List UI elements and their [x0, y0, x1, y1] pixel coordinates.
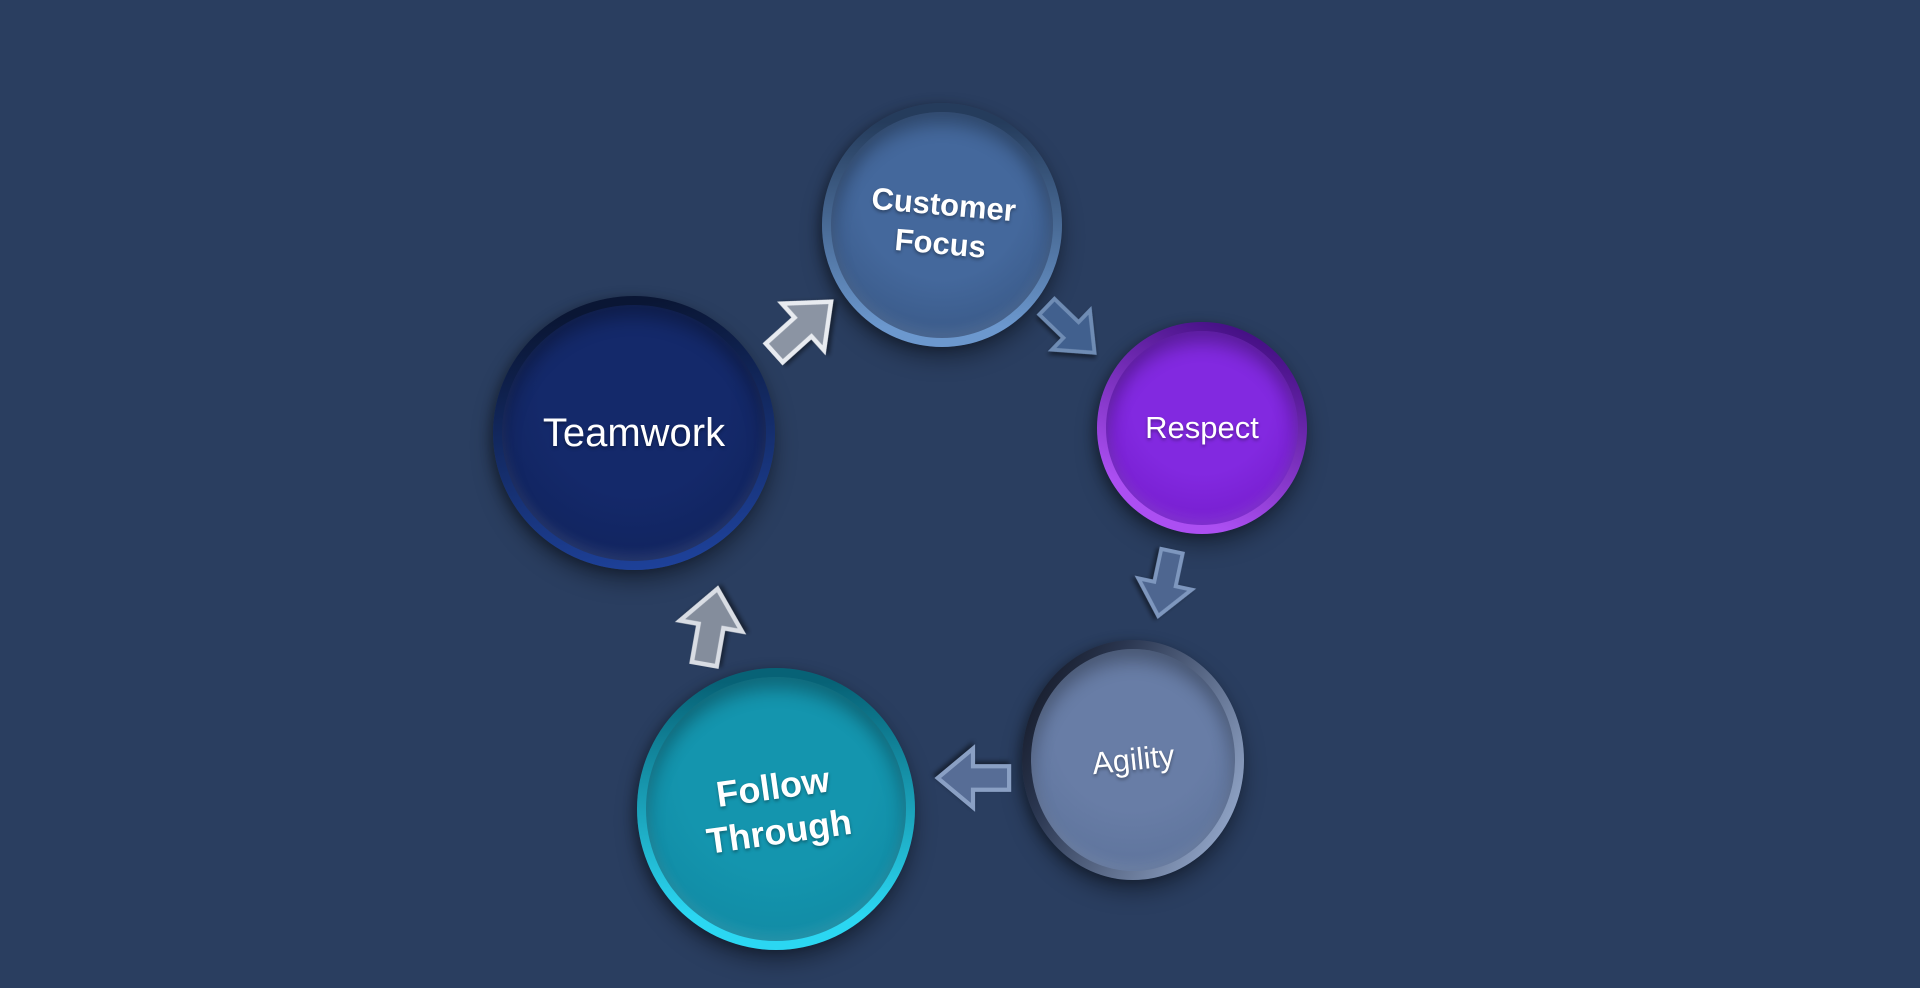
node-agility-face: Agility: [1031, 649, 1235, 871]
node-follow-through[interactable]: Follow Through: [637, 668, 915, 950]
node-agility[interactable]: Agility: [1022, 640, 1244, 880]
node-respect-label: Respect: [1145, 409, 1259, 445]
node-teamwork-face: Teamwork: [502, 305, 766, 561]
node-customer-focus[interactable]: Customer Focus: [822, 103, 1062, 347]
node-respect-face: Respect: [1106, 331, 1298, 525]
node-follow-through-label: Follow Through: [704, 758, 855, 862]
arrow-teamwork-to-customer-focus-icon: [762, 299, 834, 366]
node-teamwork[interactable]: Teamwork: [493, 296, 775, 570]
arrow-respect-to-agility-icon: [1134, 546, 1197, 620]
node-teamwork-label: Teamwork: [542, 411, 726, 455]
node-customer-focus-label: Customer Focus: [870, 181, 1018, 265]
node-respect[interactable]: Respect: [1097, 322, 1307, 534]
arrow-customer-focus-to-respect-icon: [1036, 296, 1097, 355]
node-customer-focus-face: Customer Focus: [831, 112, 1053, 338]
node-follow-through-face: Follow Through: [646, 677, 906, 941]
arrow-agility-to-follow-through-icon: [934, 744, 1012, 812]
arrow-follow-through-to-teamwork-icon: [674, 585, 747, 669]
node-agility-label: Agility: [1089, 737, 1176, 781]
